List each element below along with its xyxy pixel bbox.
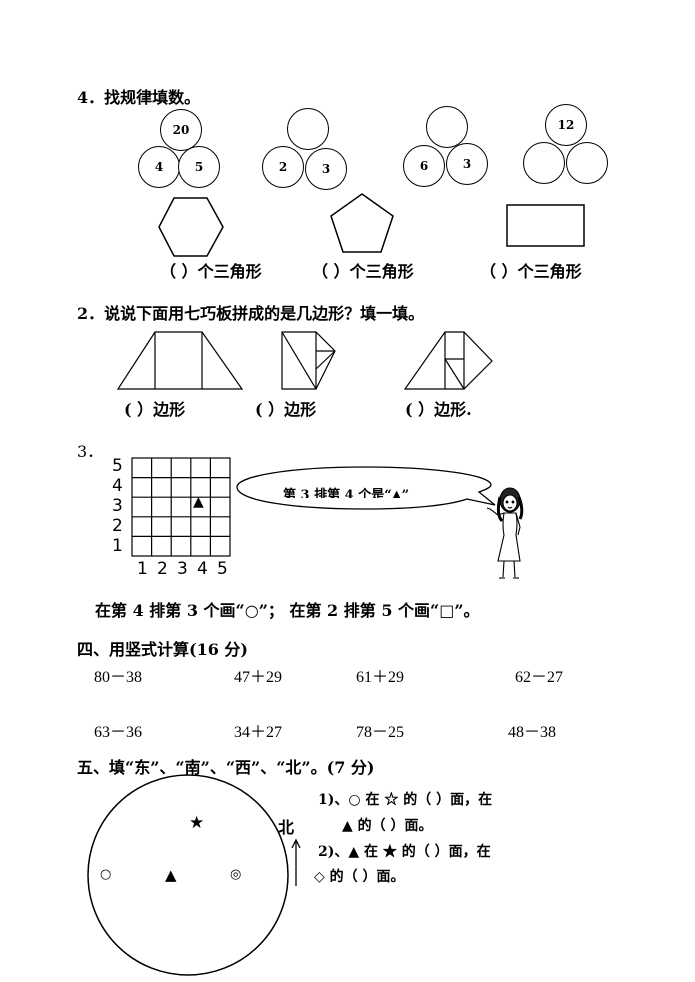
q4-circle-top-4[interactable]: 12 [545,104,587,146]
compass-circle [87,774,289,976]
row-label: 4 [112,476,123,496]
q4-circle-top-3[interactable] [426,106,468,148]
q4-circle-top-1[interactable]: 20 [160,109,202,151]
calc-problem: 34＋27 [234,724,283,741]
grid-triangle-marker: ▲ [193,494,204,510]
speech-bubble [236,466,496,510]
triangle-symbol: ▲ [165,866,177,884]
star-symbol: ★ [189,813,205,833]
col-label: 2 [157,559,168,579]
section4-heading: 四、用竖式计算(16 分) [77,640,248,659]
seat-grid[interactable] [131,457,233,559]
calc-problem: 62－27 [515,669,564,686]
tangram-hexagon [403,331,493,390]
row-label: 1 [112,536,123,556]
row-label: 5 [112,456,123,476]
calc-problem: 61＋29 [356,669,405,686]
q4-circle-left-3[interactable]: 6 [403,145,445,187]
q4-circle-right-2[interactable]: 3 [305,148,347,190]
s5-q2-line2: ◇ 的（ ）面。 [314,869,405,885]
row-label: 3 [112,496,123,516]
q1-answer-1[interactable]: （ ）个三角形 [160,262,262,281]
q4-circle-right-4[interactable] [566,142,608,184]
section3-q2-text: 2．说说下面用七巧板拼成的是几边形？填一填。 [77,304,425,323]
pentagon-shape [330,193,394,253]
q4-circle-left-1[interactable]: 4 [138,146,180,188]
q2-answer-2[interactable]: ( ）边形 [255,400,317,419]
s5-q1-line2: ▲ 的（ ）面。 [342,818,433,834]
col-label: 5 [217,559,228,579]
rectangle-shape [506,204,585,247]
q4-circle-left-4[interactable] [523,142,565,184]
target-symbol: ◎ [230,867,242,882]
q1-answer-3[interactable]: （ ）个三角形 [480,262,582,281]
calc-problem: 80－38 [94,669,143,686]
s5-q2-line1: 2)、▲ 在 ★ 的（ ）面，在 [318,844,491,860]
q2-answer-1[interactable]: ( ）边形 [124,400,186,419]
q3-number: 3． [77,442,104,461]
q1-answer-2[interactable]: （ ）个三角形 [312,262,414,281]
tangram-pentagon [281,331,336,390]
col-label: 4 [197,559,208,579]
calc-problem: 48－38 [508,724,557,741]
col-label: 1 [137,559,148,579]
q4-circle-left-2[interactable]: 2 [262,146,304,188]
calc-problem: 63－36 [94,724,143,741]
q2-answer-3[interactable]: ( ）边形. [405,400,472,419]
tangram-trapezoid [116,331,244,390]
q4-circle-right-1[interactable]: 5 [178,146,220,188]
s5-q1-line1: 1)、○ 在 ☆ 的（ ）面，在 [318,792,493,808]
girl-illustration-icon [486,487,524,579]
q4-circle-right-3[interactable]: 3 [446,143,488,185]
row-label: 2 [112,516,123,536]
section5-heading: 五、填“东”、“南”、“西”、“北”。(7 分) [77,758,375,777]
calc-problem: 78－25 [356,724,405,741]
north-arrow-icon [291,838,301,886]
col-label: 3 [177,559,188,579]
speech-bubble-text: 第 3 排第 4 个是“▲” [283,488,410,498]
q4-label: 4．找规律填数。 [77,88,201,107]
q4-circle-top-2[interactable] [287,108,329,150]
circle-symbol: ○ [100,867,112,882]
calc-problem: 47＋29 [234,669,283,686]
north-label: 北 [278,818,295,837]
q3-instruction: 在第 4 排第 3 个画“○”； 在第 2 排第 5 个画“□”。 [95,601,480,620]
grid-row-labels: 5 4 3 2 1 [112,456,128,556]
hexagon-shape [158,197,224,257]
